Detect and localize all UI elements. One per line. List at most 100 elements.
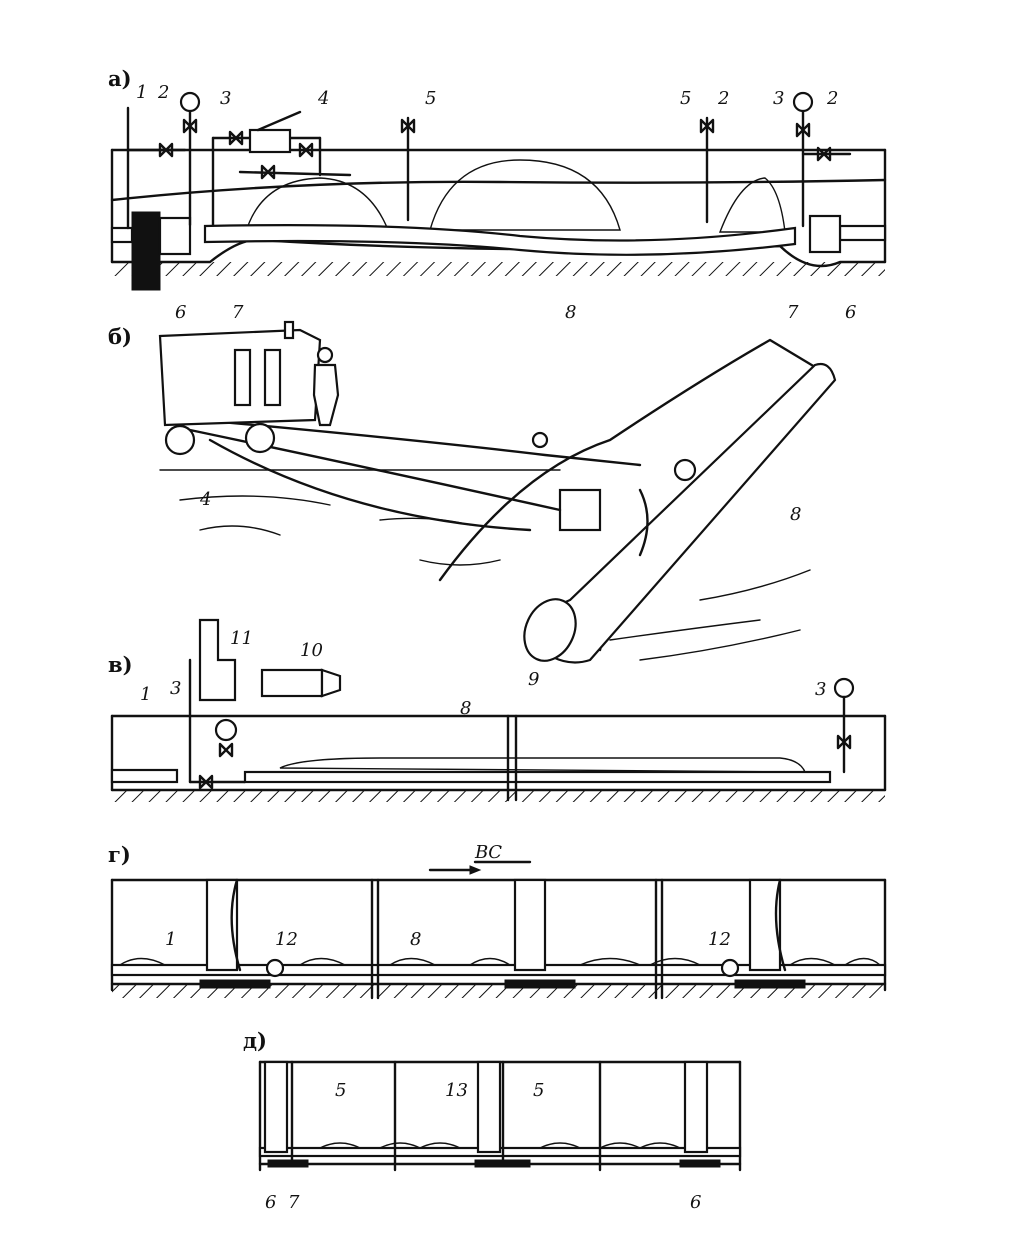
support	[504, 979, 576, 989]
label-4: 4	[317, 88, 329, 109]
label-2: 2	[157, 82, 169, 103]
support	[474, 1159, 531, 1168]
unit-door	[263, 348, 282, 407]
label-8-v: 8	[460, 698, 471, 719]
backfill-layer	[279, 757, 807, 773]
wheel	[164, 424, 196, 456]
label-vs: ВС	[474, 842, 502, 863]
pipeline-8-v	[243, 770, 832, 784]
existing-pipe	[838, 224, 887, 242]
worker	[312, 363, 340, 427]
label-2-right: 2	[717, 88, 729, 109]
label-6: 6	[175, 302, 186, 323]
pipe-joint	[638, 488, 649, 557]
compressor-10	[260, 668, 324, 698]
gauge	[673, 458, 697, 482]
panel-d-label: д)	[243, 1028, 267, 1053]
label-9: 9	[528, 669, 539, 690]
valve-assembly	[558, 488, 602, 532]
existing-pipe-1	[110, 226, 134, 244]
well-d	[476, 1060, 502, 1154]
label-11: 11	[230, 628, 253, 649]
label-10: 10	[300, 640, 323, 661]
water-well	[205, 878, 239, 972]
valve	[260, 164, 276, 180]
gauge-3-left	[179, 91, 201, 113]
ground-hatch	[112, 262, 885, 276]
water-well	[748, 878, 782, 972]
pipeline-8	[203, 224, 797, 256]
backfill-mounds	[119, 957, 881, 966]
label-3-v-right: 3	[815, 679, 826, 700]
pipe-end-9	[523, 598, 577, 662]
hose	[208, 438, 532, 532]
ground-hatch	[112, 984, 885, 998]
label-8-g: 8	[410, 929, 421, 950]
compressor-nozzle	[320, 668, 342, 698]
label-6-d: 6	[265, 1192, 276, 1213]
valve	[298, 142, 314, 158]
panel-d: д) 5 13 5 6 7 6	[243, 1028, 742, 1213]
panel-b: б) 4 8 9	[108, 320, 837, 690]
valve-left	[182, 118, 198, 134]
valve-handwheel	[531, 431, 549, 449]
well-hose	[230, 878, 242, 972]
valve-2-right	[816, 146, 832, 162]
gauge-3-v	[214, 718, 238, 742]
label-3-right: 3	[773, 88, 784, 109]
well-d	[263, 1060, 289, 1154]
backfill-mound	[429, 159, 621, 231]
label-8: 8	[565, 302, 576, 323]
support	[199, 979, 271, 989]
existing-pipe-1-v	[110, 768, 179, 784]
panel-a: а)	[108, 66, 887, 323]
label-5-d: 5	[335, 1080, 346, 1101]
label-7: 7	[232, 302, 244, 323]
support	[679, 1159, 721, 1168]
valve-12-right	[720, 958, 740, 978]
label-1: 1	[136, 82, 147, 103]
backfill-mound	[718, 177, 786, 233]
label-3-v: 3	[170, 678, 181, 699]
well-d	[683, 1060, 709, 1154]
pump-line	[238, 170, 352, 177]
panel-v-label: в)	[108, 652, 133, 677]
gauge-3-right	[792, 91, 814, 113]
panel-b-label: б)	[108, 324, 132, 349]
label-1-v: 1	[140, 684, 151, 705]
panel-a-label: а)	[108, 66, 132, 91]
valve	[218, 742, 234, 758]
label-5: 5	[425, 88, 436, 109]
soil-line	[110, 178, 887, 202]
valve-12	[265, 958, 285, 978]
water-well	[513, 878, 547, 972]
support	[734, 979, 806, 989]
label-2-right-b: 2	[826, 88, 838, 109]
label-7-right: 7	[787, 302, 799, 323]
air-valve-5-right	[699, 118, 715, 134]
valve	[836, 734, 852, 750]
panel-g: г) ВС 1 12 8 12	[108, 842, 887, 1000]
end-cap-6	[131, 211, 161, 291]
flange-7	[158, 216, 192, 256]
valve	[228, 130, 244, 146]
label-7-d: 7	[288, 1192, 300, 1213]
label-8-b: 8	[790, 504, 801, 525]
label-13: 13	[445, 1080, 468, 1101]
hose	[188, 428, 562, 512]
wheel	[244, 422, 276, 454]
exhaust-pipe	[283, 320, 295, 340]
pump-handle	[256, 110, 302, 132]
support	[267, 1159, 309, 1168]
panel-v: в) 1 3 11 10 8 3	[108, 618, 887, 802]
label-1-g: 1	[165, 929, 176, 950]
valve-2-left	[158, 142, 174, 158]
ground-hatch	[112, 790, 885, 802]
worker-head	[316, 346, 334, 364]
label-6-right: 6	[845, 302, 856, 323]
backfill-mound	[244, 177, 391, 236]
label-12: 12	[275, 929, 298, 950]
well-hose	[774, 878, 787, 972]
valve	[198, 774, 214, 790]
